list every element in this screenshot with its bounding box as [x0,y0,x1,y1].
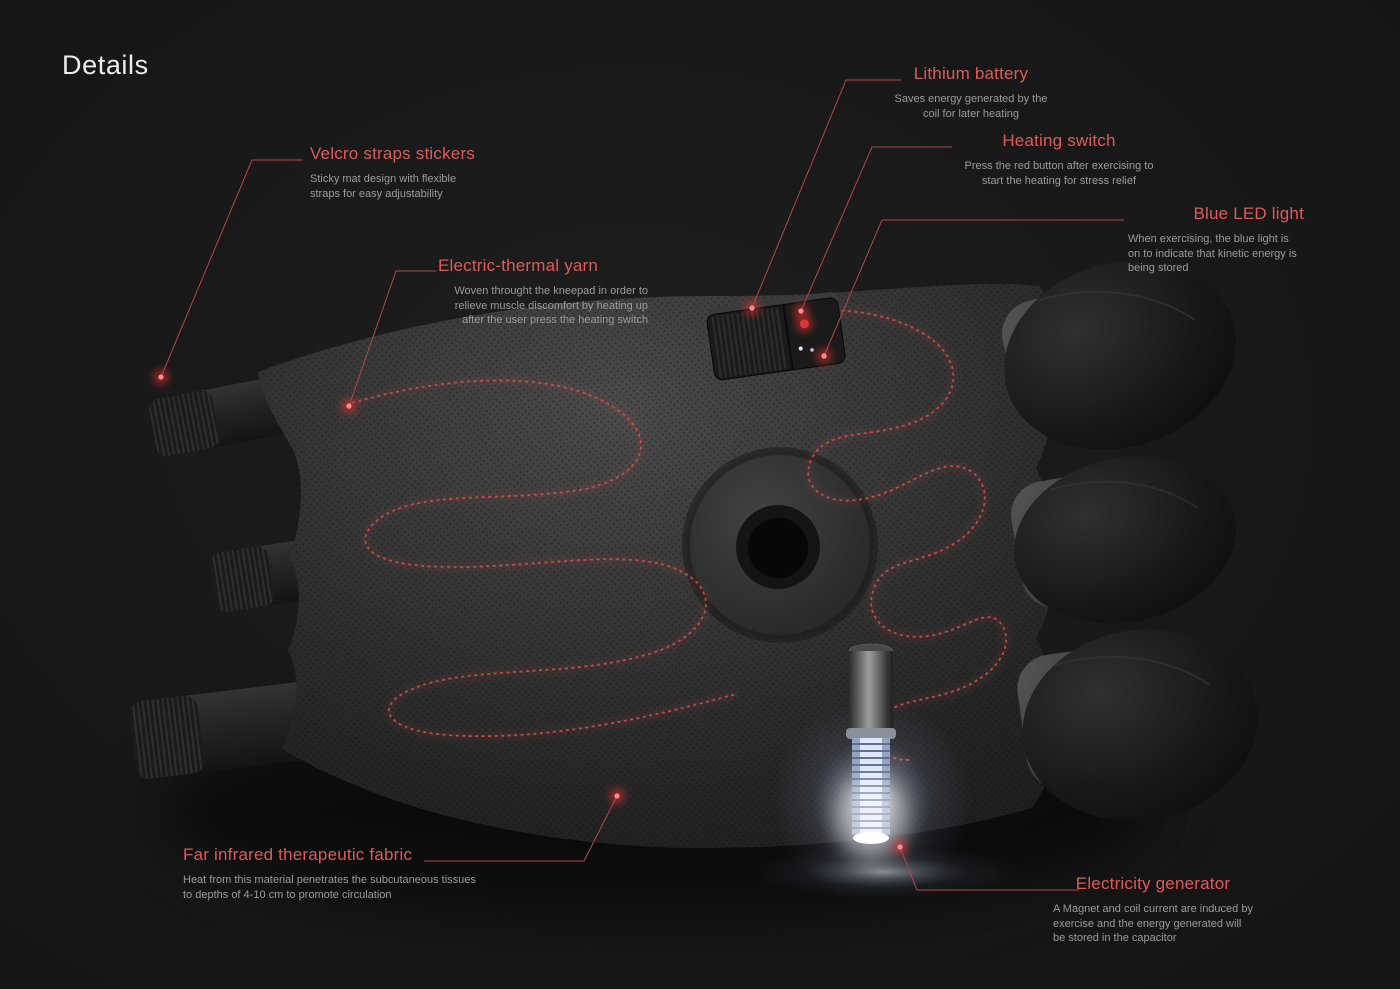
anchor-dots [153,300,908,855]
electricity-generator-label: Electricity generator [1075,874,1231,893]
annotation-electricity-generator: Electricity generator A Magnet and coil … [1053,874,1253,946]
heating-button [799,319,809,329]
generator [750,643,1020,900]
lithium-battery-description: Saves energy generated by the coil for l… [894,93,1048,120]
heating-switch-description: Press the red button after exercising to… [964,160,1154,187]
velcro-straps-label: Velcro straps stickers [310,144,476,163]
leader-battery [751,79,901,309]
velcro-straps-description: Sticky mat design with flexible straps f… [310,173,457,200]
blue-led-light-description: When exercising, the blue light is on to… [1128,233,1297,275]
patella-hole [682,447,878,643]
led-indicator-2 [810,348,814,352]
electricity-generator-description: A Magnet and coil current are induced by… [1053,903,1253,945]
heating-switch-label: Heating switch [1002,131,1116,150]
thermal-yarn-lines [351,307,1009,763]
annotation-blue-led-light: Blue LED light When exercising, the blue… [1128,204,1304,276]
lithium-battery-label: Lithium battery [913,64,1029,83]
leader-led [823,219,1124,357]
electric-thermal-yarn-description: Woven throught the kneepad in order to r… [454,285,648,327]
annotation-lithium-battery: Lithium battery Saves energy generated b… [885,64,1057,121]
led-indicator [798,346,803,351]
leader-generator [899,846,1079,891]
leader-velcro [160,159,303,378]
knee-pad-render [129,260,1258,900]
annotation-electric-thermal-yarn: Electric-thermal yarn Woven throught the… [438,256,648,328]
leader-fabric [424,795,618,862]
annotation-far-infrared-fabric: Far infrared therapeutic fabric Heat fro… [183,845,483,902]
annotation-heating-switch: Heating switch Press the red button afte… [955,131,1163,188]
blue-led-light-label: Blue LED light [1193,204,1304,223]
battery-switch-module [706,291,846,381]
far-infrared-fabric-description: Heat from this material penetrates the s… [183,874,476,901]
electric-thermal-yarn-label: Electric-thermal yarn [438,256,599,275]
annotation-velcro-straps: Velcro straps stickers Sticky mat design… [310,144,488,201]
leader-switch [800,146,952,312]
leader-yarn [348,270,436,407]
far-infrared-fabric-label: Far infrared therapeutic fabric [183,845,413,864]
leader-lines [160,79,1124,891]
rolled-straps [1004,260,1258,821]
page-title: Details [62,50,149,80]
